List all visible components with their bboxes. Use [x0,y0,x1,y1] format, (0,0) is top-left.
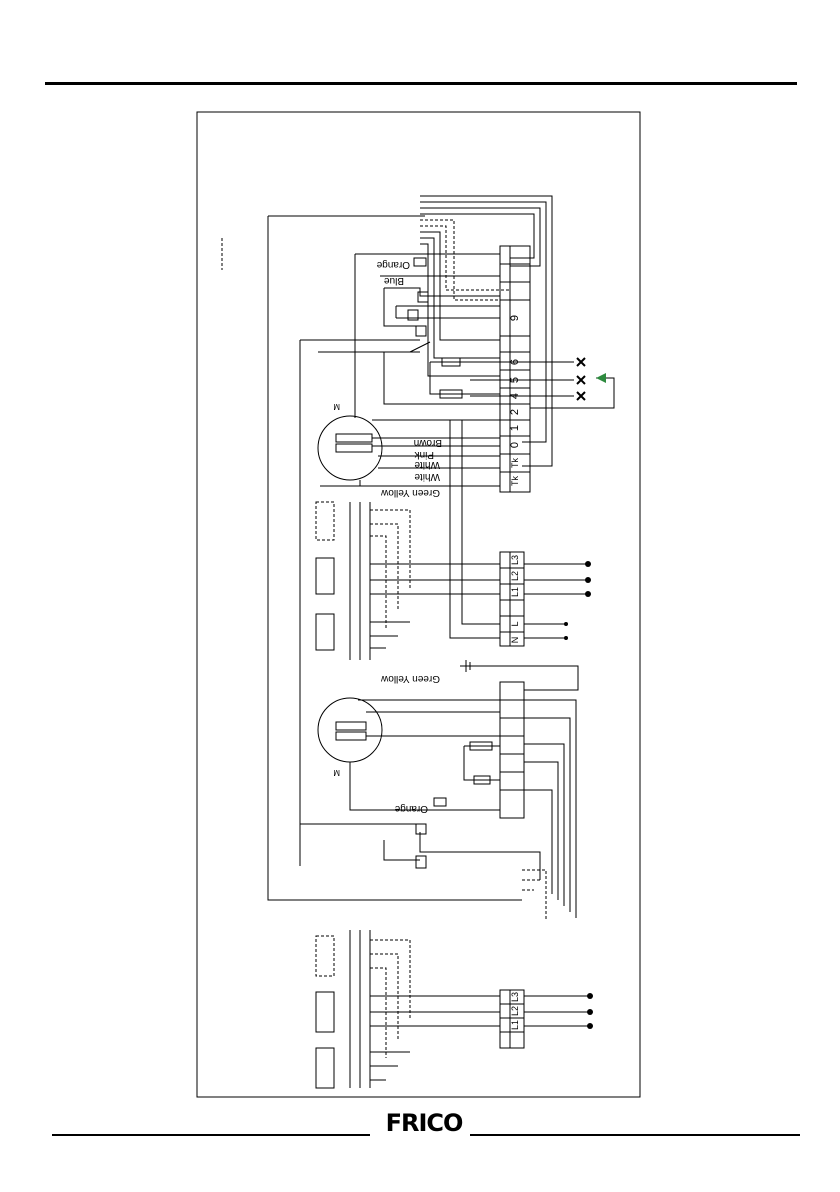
terminal-block-bottom [500,682,524,818]
terminal-label: Tk [510,458,520,468]
control-arrow [596,373,606,383]
terminal-label: 1 [509,425,521,431]
control-x-marks [577,358,585,400]
terminal-label: L [510,621,520,626]
terminal-label: L3 [510,555,520,565]
terminal-label: 5 [509,377,521,383]
terminal-label: 9 [509,315,521,321]
orange-wire-bottom [350,762,500,810]
terminal-label: L3 [510,992,520,1002]
terminal-label: N [510,637,520,644]
control-arrow-loop [530,378,614,408]
terminal-label: 6 [509,359,521,365]
wire-label-orange-bottom: Orange [394,803,428,814]
terminal-label: Tk [510,476,520,486]
terminal-label: 0 [509,442,521,448]
terminal-label: L1 [510,587,520,597]
wire-label-pink: Pink [414,449,434,460]
wire-label-green-yellow-top: Green Yellow [380,487,440,498]
top-harness [420,196,552,466]
wire-label-blue: Blue [384,275,404,286]
earth-symbol [460,660,578,690]
motor-label-top: M [333,402,340,411]
wire-label-green-yellow-bottom: Green Yellow [380,673,440,684]
terminal-block-main [500,246,530,492]
diagram-frame [197,112,640,1097]
outer-loop-wire [268,216,522,900]
terminal-dividers [500,264,530,472]
terminal-label: L2 [510,1006,520,1016]
motor-label-bottom: M [333,768,340,777]
wire-label-orange-top: Orange [376,259,410,270]
wire-label-brown: Brown [414,437,442,448]
wire-label-white: White [414,471,440,482]
terminal-label: L1 [510,1020,520,1030]
contactor-group-top [316,502,334,540]
terminal-label: 2 [509,409,521,415]
wire-label-white-faded: White [414,459,440,470]
terminal-label: 4 [509,393,521,399]
terminal-label: L2 [510,571,520,581]
